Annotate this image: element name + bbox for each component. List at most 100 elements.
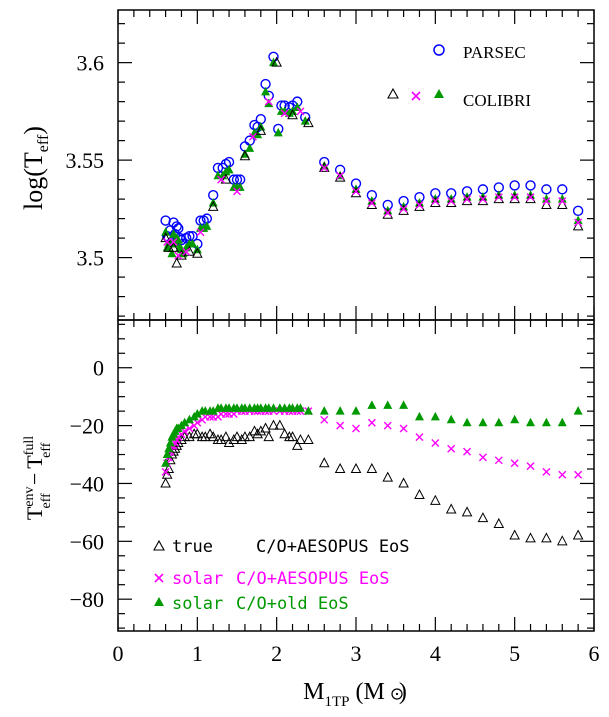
data-point [239, 150, 251, 161]
data-point [398, 477, 409, 488]
data-point [303, 117, 314, 128]
x-tick-label: 3 [351, 641, 362, 666]
data-point [461, 506, 473, 517]
data-point [558, 197, 567, 206]
y-tick-label: 3.5 [77, 246, 105, 271]
data-point [192, 247, 203, 258]
data-point [541, 194, 551, 203]
data-point [163, 238, 172, 247]
data-point [334, 171, 346, 182]
data-point [573, 406, 583, 415]
data-point [192, 409, 202, 418]
y-tick-label: −60 [70, 529, 104, 554]
data-point [352, 187, 360, 196]
data-point [445, 196, 457, 208]
data-point [182, 247, 191, 256]
data-point [430, 494, 441, 505]
data-point [263, 431, 275, 442]
data-point [271, 56, 282, 67]
data-point [383, 208, 392, 217]
data-point [509, 193, 520, 204]
data-point [235, 182, 245, 191]
data-point [320, 163, 329, 172]
data-point [367, 400, 377, 409]
data-point [249, 425, 260, 436]
data-point [220, 431, 232, 442]
x-tick-label: 5 [509, 641, 520, 666]
data-point [280, 109, 289, 118]
data-point [334, 462, 346, 473]
data-point [461, 195, 473, 206]
data-point [335, 406, 345, 415]
y-tick-label: −80 [70, 587, 104, 612]
legend-solar-old-word1: solar [172, 594, 223, 614]
data-point [199, 431, 211, 442]
data-point [162, 449, 172, 459]
data-point [291, 439, 303, 450]
data-point [541, 417, 551, 427]
sun-symbol-dot [395, 692, 399, 696]
data-point [574, 218, 583, 227]
data-point [431, 197, 440, 206]
data-point [160, 477, 171, 488]
data-point [382, 208, 394, 219]
data-point [366, 462, 378, 473]
legend-solar-old-marker [154, 597, 164, 606]
data-point [228, 433, 240, 445]
data-point [303, 433, 314, 445]
data-point [188, 238, 198, 248]
data-point [398, 204, 409, 215]
data-point [510, 459, 519, 468]
legend-colibri-marker [434, 89, 444, 98]
data-point [174, 251, 183, 260]
data-point [382, 471, 394, 482]
data-point [202, 221, 212, 230]
data-point [255, 124, 267, 135]
data-point [171, 257, 183, 268]
data-point [292, 102, 302, 111]
data-point [260, 422, 271, 433]
data-point [415, 200, 424, 209]
data-point [572, 205, 584, 217]
data-point [236, 433, 248, 445]
data-point [184, 414, 194, 424]
data-point [525, 532, 536, 543]
data-point [367, 199, 376, 208]
data-point [383, 421, 392, 430]
legend-true-marker [387, 87, 399, 99]
data-point [239, 431, 251, 442]
data-point [274, 419, 286, 430]
data-point [493, 193, 505, 204]
data-point [248, 132, 257, 141]
data-point [161, 458, 171, 467]
data-point [510, 414, 520, 424]
data-point [207, 431, 219, 442]
data-point [168, 241, 179, 252]
data-point [176, 433, 187, 445]
data-point [161, 468, 173, 479]
legend-solar-aesopus-marker [411, 91, 421, 101]
data-point [295, 403, 305, 412]
data-point [542, 197, 551, 206]
data-point [541, 184, 552, 195]
data-point [207, 200, 219, 211]
x-tick-label: 6 [589, 641, 600, 666]
data-point [280, 106, 290, 115]
data-point [477, 512, 489, 523]
data-point [463, 447, 472, 456]
data-point [284, 431, 295, 442]
data-point [252, 428, 263, 439]
legend-true-co-marker [153, 539, 165, 551]
data-point [509, 529, 520, 540]
data-point [244, 431, 256, 442]
data-point [525, 193, 536, 204]
data-point [350, 462, 362, 473]
data-point [184, 431, 195, 442]
data-point [212, 433, 224, 445]
data-point [350, 187, 362, 198]
data-point [287, 109, 298, 120]
data-point [268, 57, 278, 67]
y-tick-label: 0 [93, 356, 104, 381]
